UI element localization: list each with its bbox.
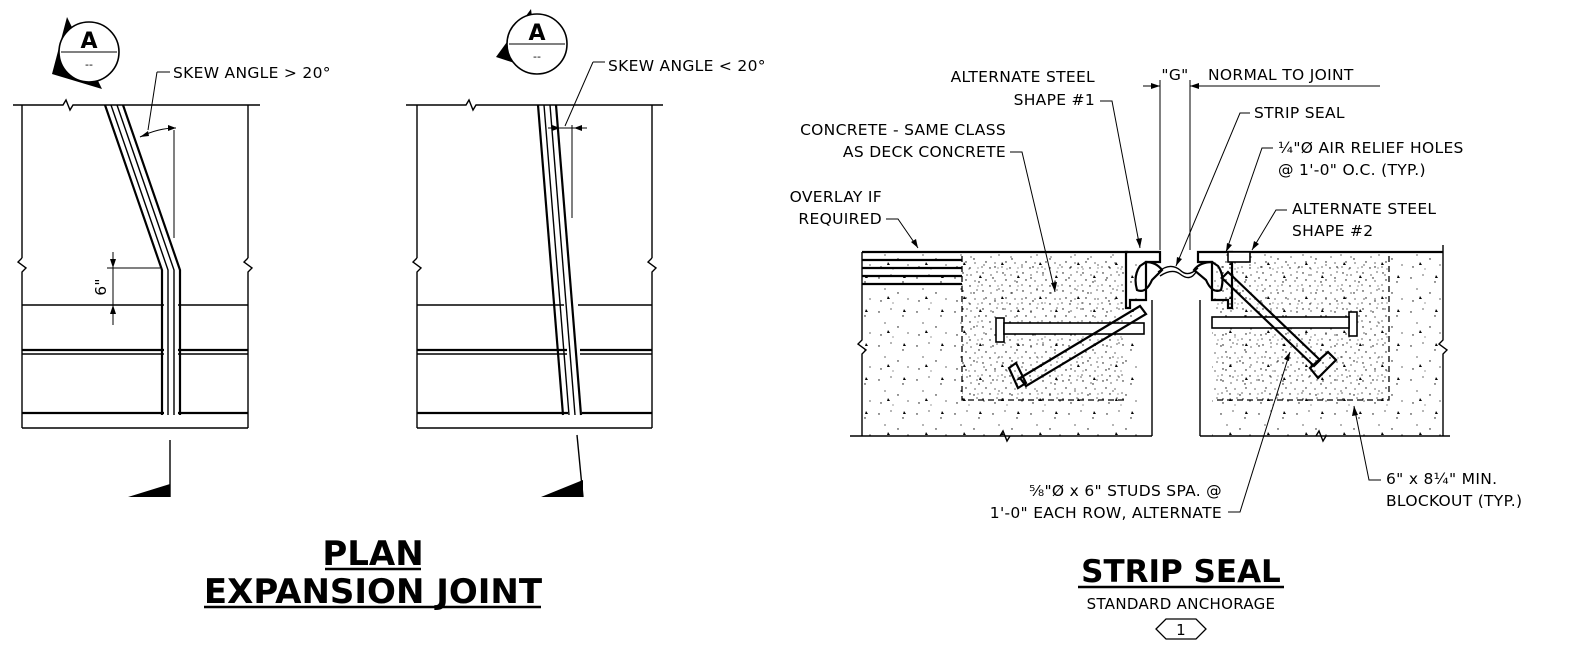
callout-air-relief: ¼"Ø AIR RELIEF HOLES @ 1'-0" O.C. (TYP.) (1225, 139, 1464, 253)
svg-text:CONCRETE - SAME CLASS: CONCRETE - SAME CLASS (800, 121, 1006, 139)
callout-concrete: CONCRETE - SAME CLASS AS DECK CONCRETE (800, 121, 1057, 293)
svg-text:REQUIRED: REQUIRED (798, 210, 882, 228)
svg-text:ALTERNATE STEEL: ALTERNATE STEEL (951, 68, 1095, 86)
section-ref: -- (533, 50, 541, 63)
skew-angle-gt-label: SKEW ANGLE > 20° (173, 64, 331, 82)
callout-alt-shape-1: ALTERNATE STEEL SHAPE #1 (951, 68, 1142, 249)
callout-blockout: 6" x 8¼" MIN. BLOCKOUT (TYP.) (1352, 405, 1522, 510)
svg-text:¼"Ø AIR RELIEF HOLES: ¼"Ø AIR RELIEF HOLES (1278, 139, 1464, 157)
section-letter: A (528, 21, 545, 46)
svg-text:SHAPE #1: SHAPE #1 (1014, 91, 1095, 109)
detail-number-tag (1155, 618, 1207, 640)
gap-label: "G" (1161, 66, 1188, 84)
detail-number: 1 (1176, 621, 1186, 639)
section-mark-right: A -- (496, 9, 568, 75)
svg-text:AS DECK CONCRETE: AS DECK CONCRETE (843, 143, 1006, 161)
strip-seal-section: "G" NORMAL TO JOINT ALTERNATE STEEL SHAP… (790, 66, 1522, 640)
strip-seal-title-block: STRIP SEAL STANDARD ANCHORAGE 1 (1078, 554, 1284, 640)
callout-strip-seal: STRIP SEAL (1175, 104, 1345, 267)
svg-text:BLOCKOUT (TYP.): BLOCKOUT (TYP.) (1386, 492, 1522, 510)
strip-seal-title: STRIP SEAL (1081, 554, 1281, 590)
svg-text:⅝"Ø x 6" STUDS SPA. @: ⅝"Ø x 6" STUDS SPA. @ (1029, 482, 1222, 500)
callout-overlay: OVERLAY IF REQUIRED (790, 188, 919, 249)
strip-seal-subtitle: STANDARD ANCHORAGE (1087, 595, 1276, 613)
plan-title: PLAN (322, 534, 423, 574)
normal-to-joint-label: NORMAL TO JOINT (1208, 66, 1354, 84)
svg-text:SHAPE #2: SHAPE #2 (1292, 222, 1373, 240)
plan-view-small-skew: A -- SKEW ANGLE < 20° (406, 9, 766, 498)
plan-title-block: PLAN EXPANSION JOINT (204, 534, 543, 612)
expansion-joint-title: EXPANSION JOINT (204, 572, 543, 612)
svg-text:6" x 8¼" MIN.: 6" x 8¼" MIN. (1386, 470, 1497, 488)
svg-text:OVERLAY IF: OVERLAY IF (790, 188, 882, 206)
section-letter: A (80, 29, 97, 54)
dimension-6in-label: 6" (92, 278, 110, 296)
callout-studs: ⅝"Ø x 6" STUDS SPA. @ 1'-0" EACH ROW, AL… (990, 351, 1291, 522)
skew-angle-lt-label: SKEW ANGLE < 20° (608, 57, 766, 75)
plan-view-large-skew: A -- SKEW ANGLE > 20° (13, 17, 331, 497)
callout-alt-shape-2: ALTERNATE STEEL SHAPE #2 (1251, 200, 1436, 251)
section-mark-left: A -- (52, 17, 120, 89)
section-ref: -- (85, 58, 93, 71)
svg-text:STRIP SEAL: STRIP SEAL (1254, 104, 1345, 122)
svg-text:1'-0" EACH ROW, ALTERNATE: 1'-0" EACH ROW, ALTERNATE (990, 504, 1222, 522)
svg-text:ALTERNATE STEEL: ALTERNATE STEEL (1292, 200, 1436, 218)
svg-text:@ 1'-0" O.C. (TYP.): @ 1'-0" O.C. (TYP.) (1278, 161, 1426, 179)
